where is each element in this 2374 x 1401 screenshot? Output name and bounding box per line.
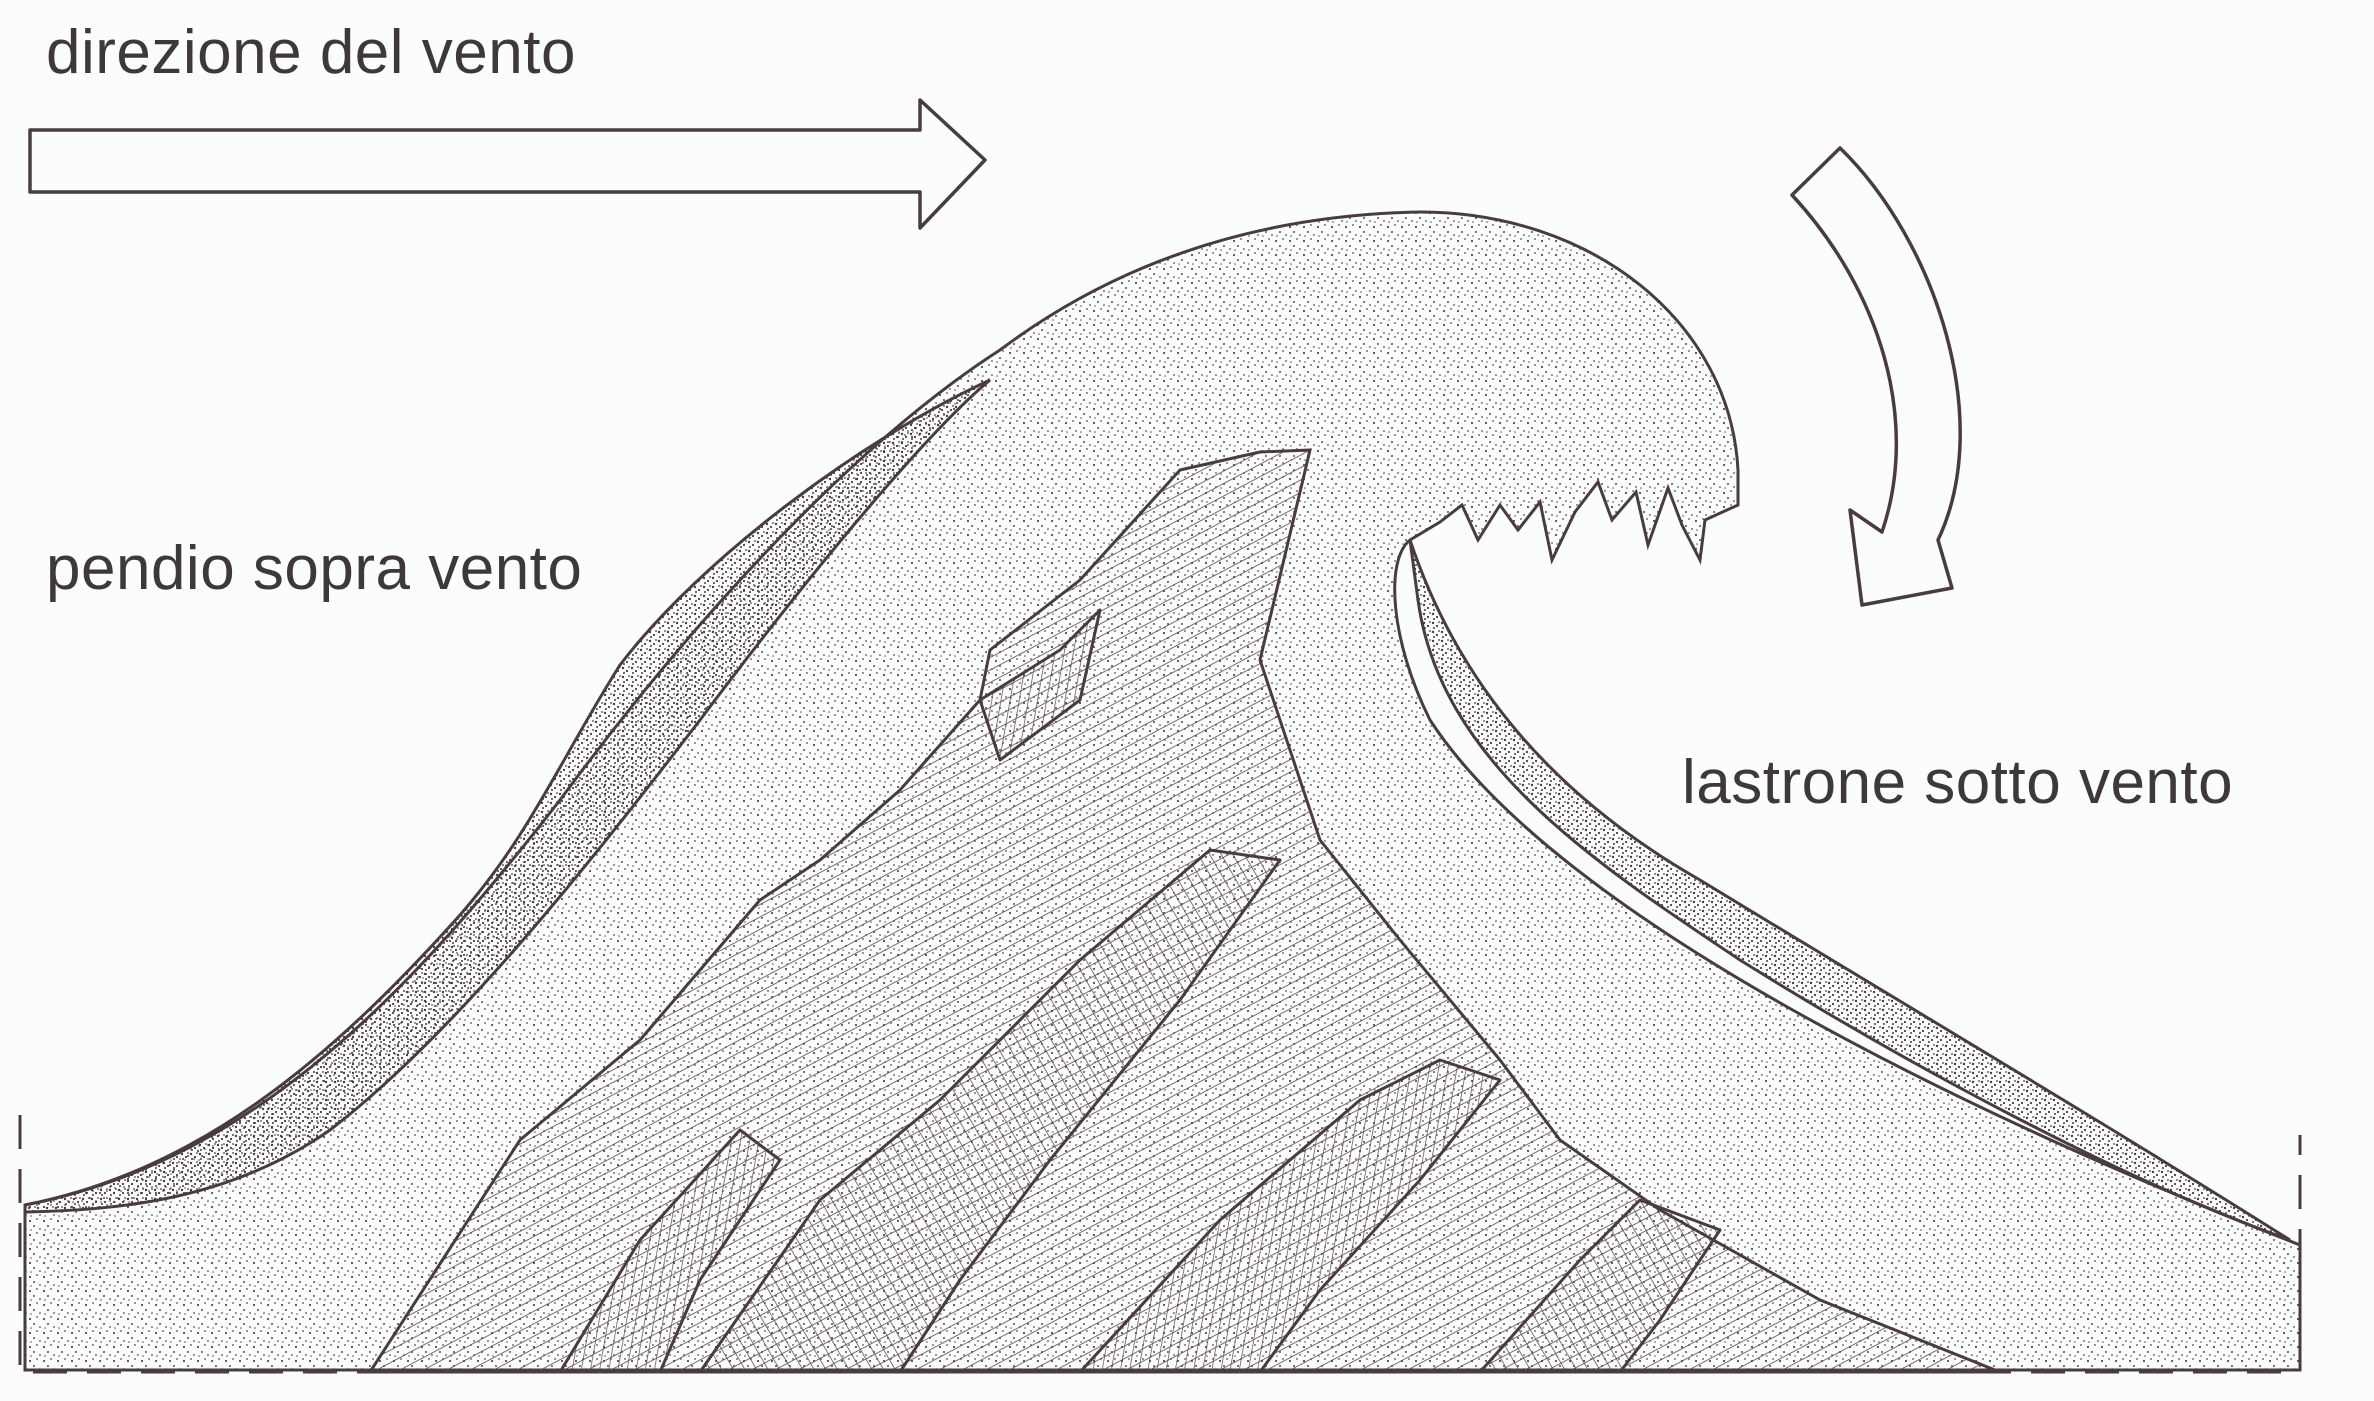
wind-direction-arrow-icon xyxy=(30,100,985,228)
leeward-curved-arrow-icon xyxy=(1792,148,1960,605)
windward-slope-label: pendio sopra vento xyxy=(46,538,582,600)
leeward-slab-label: lastrone sotto vento xyxy=(1682,752,2233,814)
wind-direction-label: direzione del vento xyxy=(46,22,576,84)
